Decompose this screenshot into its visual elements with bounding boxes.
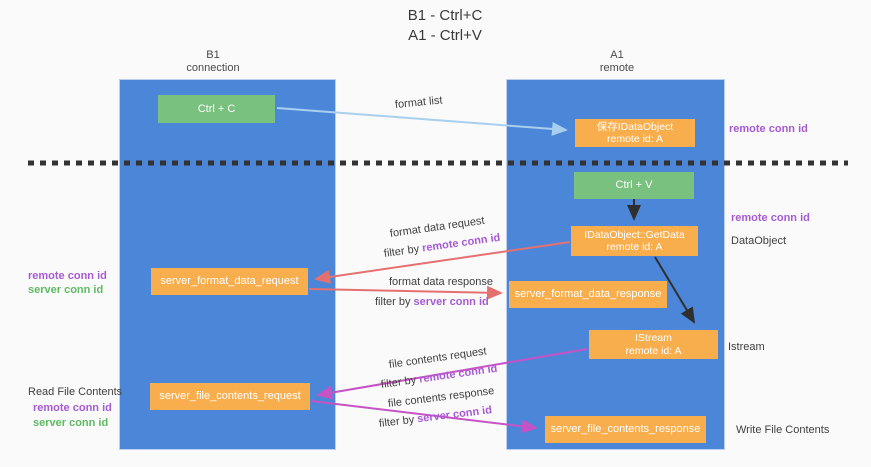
node-idataobject-getdata: IDataObject::GetData remote id: A [571,226,698,256]
side-label-read-file-contents: Read File Contents [28,386,123,398]
side-label-remote-conn-id-left: remote conn id [28,270,107,282]
side-label-istream: Istream [728,341,765,353]
remote-conn-id-text: remote conn id [421,231,502,255]
lane-b1-subtitle: connection [186,62,240,74]
filter-by-text: filter by [380,374,417,391]
lane-a1-title: A1 [610,49,624,61]
arrow-format-data-response [308,285,503,300]
side-label-remote-conn-id-bottom: remote conn id [33,402,112,414]
edge-label-format-list: format list [394,94,444,111]
node-line2: remote id: A [625,344,682,357]
node-save-dataobject: 保存IDataObject remote id: A [575,119,695,147]
node-label: server_file_contents_response [550,423,701,435]
remote-conn-id-text: remote conn id [418,362,499,386]
title-line-2: A1 - Ctrl+V [408,27,482,44]
node-line2: remote id: A [606,133,664,145]
side-label-remote-conn-id-mid: remote conn id [731,212,810,224]
edge-label-filter-server-1: filter by server conn id [375,296,489,308]
filter-by-text: filter by [383,243,420,260]
node-line2: remote id: A [606,241,663,253]
lane-a1-subtitle: remote [599,62,635,74]
lane-header-a1: A1 remote [557,49,677,75]
title-line-1: B1 - Ctrl+C [407,7,483,24]
side-label-dataobject: DataObject [731,235,787,247]
node-line1: IStream [635,332,672,344]
side-label-server-conn-id-left: server conn id [28,284,104,296]
node-istream: IStream remote id: A [589,330,718,359]
server-conn-id-text: server conn id [413,296,489,308]
node-line1: 保存IDataObject [596,120,674,133]
filter-by-text: filter by [378,413,415,430]
side-label-write-file-contents: Write File Contents [736,424,830,436]
lane-b1-title: B1 [206,49,220,61]
node-label: server_file_contents_request [159,390,301,402]
side-label-server-conn-id-bottom: server conn id [33,417,109,429]
server-conn-id-text: server conn id [416,404,493,426]
node-server-file-contents-response: server_file_contents_response [545,416,706,443]
node-line1: IDataObject::GetData [584,228,685,241]
filter-by-text: filter by [375,296,411,308]
node-server-format-data-response: server_format_data_response [509,281,667,308]
node-label: server_format_data_request [160,275,299,287]
node-ctrl-v-label: Ctrl + V [615,179,653,191]
node-server-file-contents-request: server_file_contents_request [150,383,310,410]
diagram-title: B1 - Ctrl+C A1 - Ctrl+V [335,6,555,46]
node-label: server_format_data_response [514,288,662,300]
node-ctrl-c-label: Ctrl + C [197,102,236,115]
edge-label-format-data-response: format data response [389,276,493,288]
side-label-remote-conn-id-top: remote conn id [729,123,808,135]
node-ctrl-v: Ctrl + V [574,172,694,199]
lane-header-b1: B1 connection [153,49,273,75]
node-server-format-data-request: server_format_data_request [151,268,308,295]
node-ctrl-c: Ctrl + C [158,95,275,123]
